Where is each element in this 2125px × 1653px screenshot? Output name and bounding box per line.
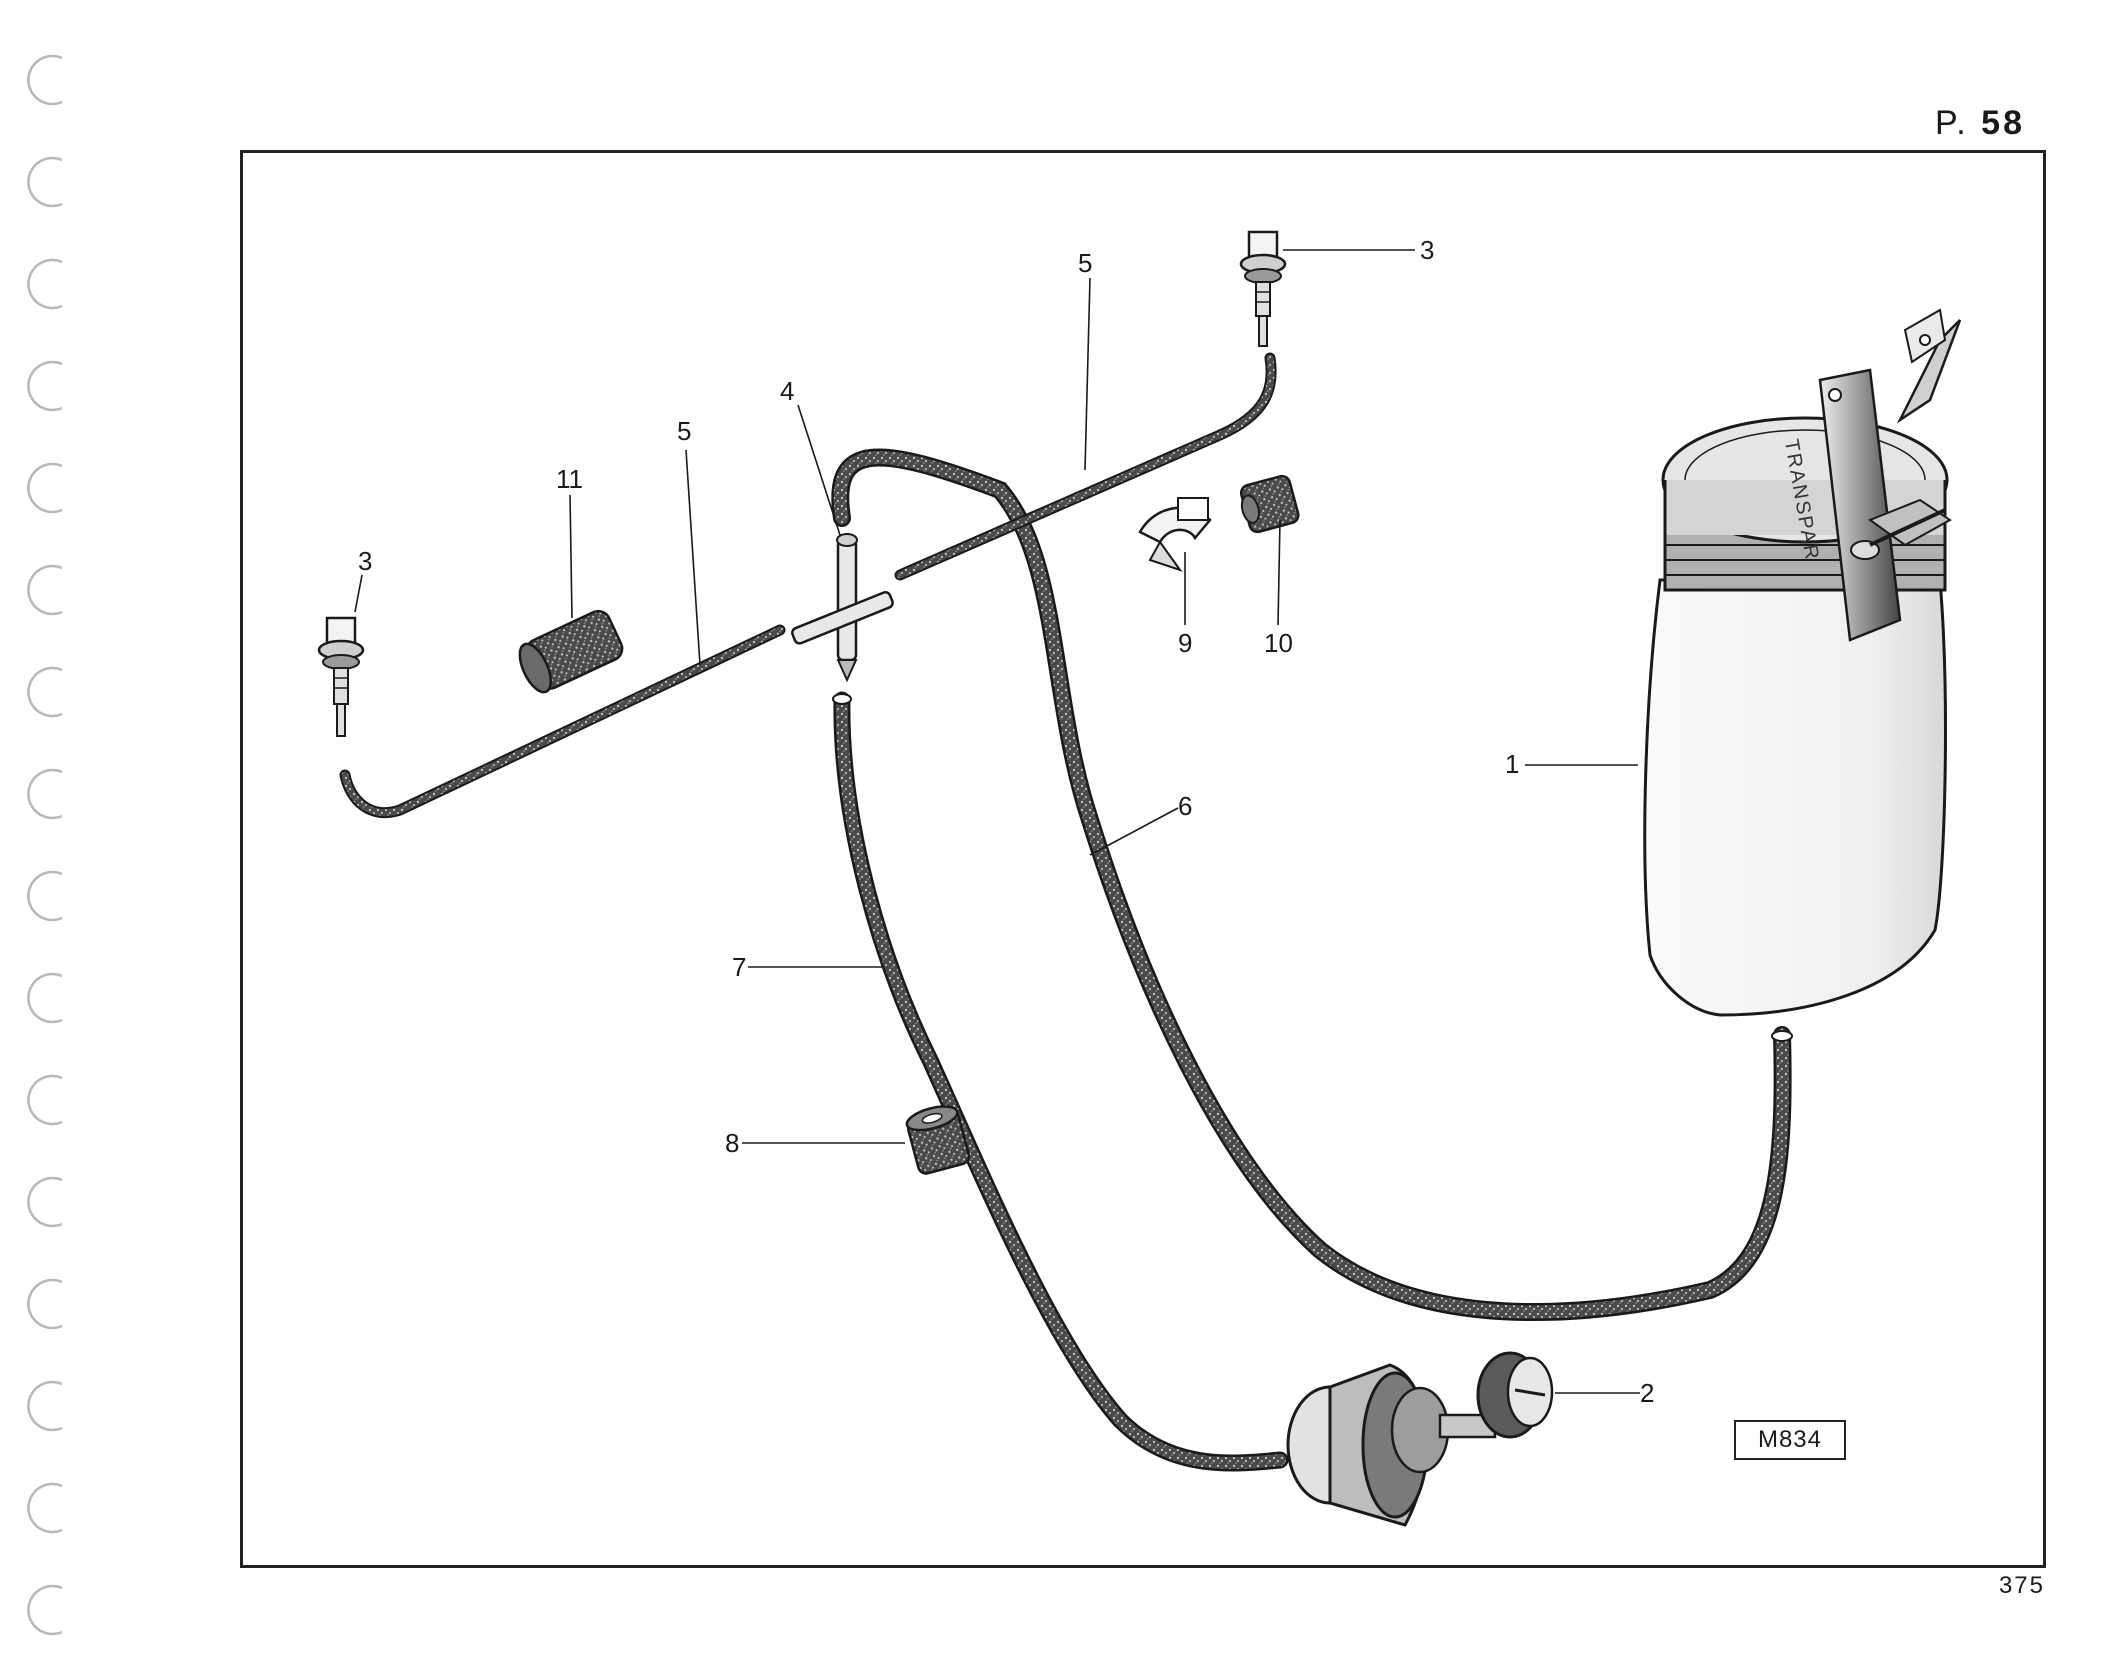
binder-hole [27, 156, 63, 208]
callout-4: 4 [780, 376, 794, 406]
reference-code-box: M834 [1734, 1420, 1846, 1460]
page-label: P. 58 [1935, 104, 2025, 143]
binder-hole [27, 870, 63, 922]
binder-hole [27, 666, 63, 718]
leader-lines [354, 249, 1640, 1394]
washer-pump [1286, 1351, 1554, 1527]
tube-5-right [894, 352, 1277, 581]
page-label-number: 58 [1981, 104, 2025, 142]
callout-5-left: 5 [677, 416, 691, 446]
rubber-sleeve-11 [518, 609, 624, 694]
binder-hole [27, 462, 63, 514]
figure-frame [240, 150, 2046, 1568]
binder-hole [27, 360, 63, 412]
callout-1: 1 [1505, 749, 1519, 779]
binder-hole [27, 1176, 63, 1228]
connector-sleeve-8 [905, 1105, 971, 1175]
callout-9: 9 [1178, 628, 1192, 658]
callout-6: 6 [1178, 791, 1192, 821]
washer-jet-left [317, 616, 365, 737]
callout-8: 8 [725, 1128, 739, 1158]
tube-5-left [339, 624, 786, 819]
binder-hole [27, 258, 63, 310]
binder-hole [27, 564, 63, 616]
callout-11: 11 [556, 464, 583, 494]
grommet-10 [1239, 474, 1300, 534]
binder-hole [27, 1380, 63, 1432]
callout-5-right: 5 [1078, 248, 1092, 278]
binder-hole [27, 1482, 63, 1534]
callout-3-left: 3 [358, 546, 372, 576]
washer-jet-right [1239, 230, 1287, 347]
page-label-prefix: P. [1934, 104, 1969, 142]
callout-2: 2 [1640, 1378, 1654, 1408]
callout-10: 10 [1264, 628, 1293, 658]
binder-hole [27, 972, 63, 1024]
binder-hole [27, 54, 63, 106]
callout-3-right: 3 [1420, 235, 1434, 265]
hose-6 [831, 448, 1792, 1322]
binder-hole [27, 768, 63, 820]
binder-hole [27, 1584, 63, 1636]
t-piece-connector [791, 533, 894, 683]
binder-hole [27, 1278, 63, 1330]
page-number: 375 [1998, 1572, 2045, 1599]
callout-7: 7 [732, 952, 746, 982]
hose-7 [832, 691, 1289, 1472]
washer-reservoir: TRANSPAR [1643, 308, 1962, 1042]
clip-9 [1138, 497, 1212, 572]
binder-hole [27, 1074, 63, 1126]
